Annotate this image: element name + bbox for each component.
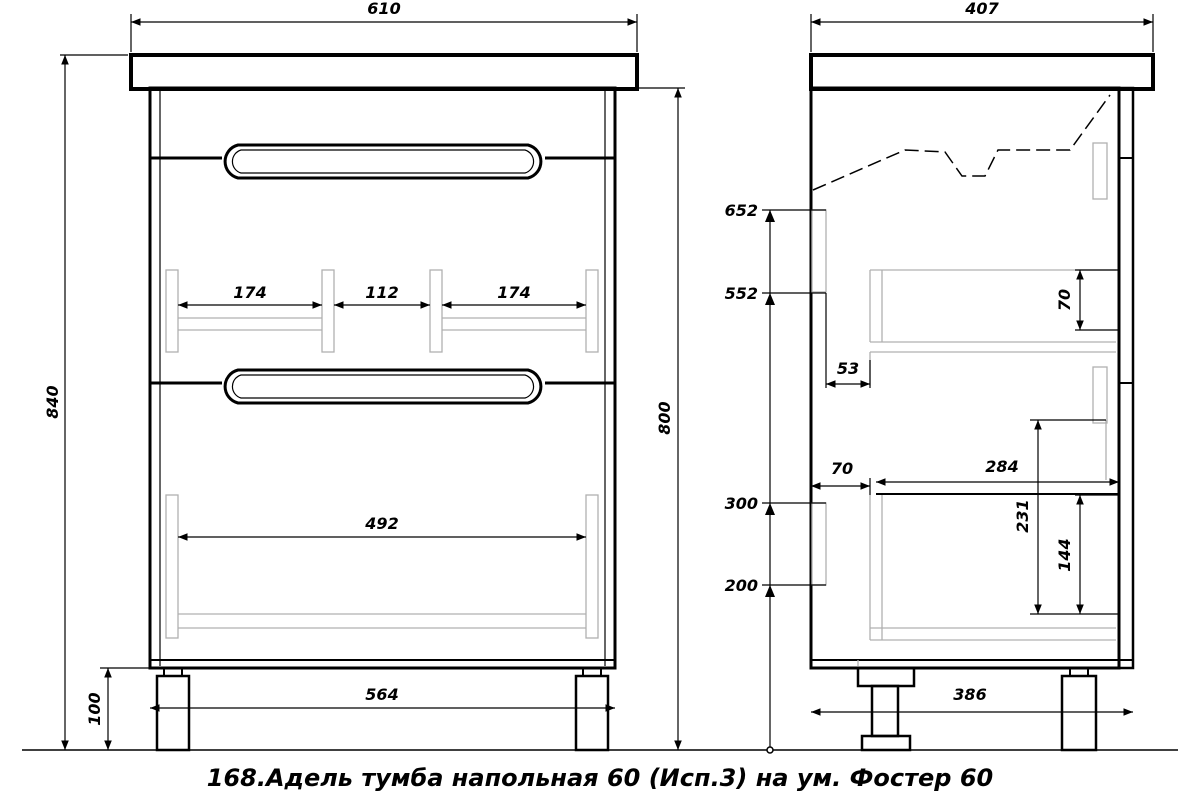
dim-100: 100 (85, 692, 104, 725)
dim-610: 610 (367, 0, 400, 18)
side-hidden-parts (811, 142, 1116, 641)
front-foot-left-cap (163, 667, 183, 677)
front-foot-left (155, 674, 191, 752)
hidden-lower-drawer (165, 494, 599, 639)
dim-112: 112 (365, 283, 398, 302)
drawing-caption: 168.Адель тумба напольная 60 (Исп.3) на … (207, 764, 993, 792)
side-foot-cap (856, 666, 916, 688)
upper-handle-inner (231, 149, 535, 174)
side-body (809, 86, 1121, 670)
side-front-panel (1117, 86, 1135, 670)
mark-652: 652 (725, 201, 758, 220)
dim-840: 840 (43, 385, 62, 418)
dim-564: 564 (365, 685, 398, 704)
side-countertop (809, 53, 1155, 91)
dim-144: 144 (1055, 538, 1074, 571)
front-foot-right (574, 674, 610, 752)
lower-handle (223, 368, 543, 405)
mark-552: 552 (725, 284, 758, 303)
mark-200: 200 (725, 576, 758, 595)
side-foot-front-cap (1069, 667, 1089, 677)
dim-70-upper: 70 (1055, 289, 1074, 311)
dim-407: 407 (964, 0, 999, 18)
side-foot-front (1060, 674, 1098, 752)
front-countertop (129, 53, 639, 91)
front-body (148, 86, 617, 670)
sink-outline (812, 94, 1111, 191)
dim-174-left: 174 (233, 283, 266, 302)
lower-handle-inner (231, 374, 535, 399)
dim-492: 492 (364, 514, 398, 533)
upper-handle (223, 143, 543, 180)
mark-300: 300 (725, 494, 758, 513)
side-foot-body (870, 684, 900, 738)
front-view: 610 840 800 100 564 174 112 174 492 (43, 0, 685, 752)
hidden-upper-drawers (165, 269, 599, 353)
dim-800: 800 (655, 401, 674, 434)
dim-70-lower: 70 (831, 459, 853, 478)
front-foot-right-cap (582, 667, 602, 677)
side-foot-base (860, 734, 912, 752)
dim-284: 284 (985, 457, 1018, 476)
dim-174-right: 174 (497, 283, 530, 302)
dim-53: 53 (837, 359, 859, 378)
dim-386: 386 (953, 685, 986, 704)
side-view: 407 386 652 552 300 200 53 70 284 (725, 0, 1155, 754)
dim-231: 231 (1013, 499, 1032, 532)
